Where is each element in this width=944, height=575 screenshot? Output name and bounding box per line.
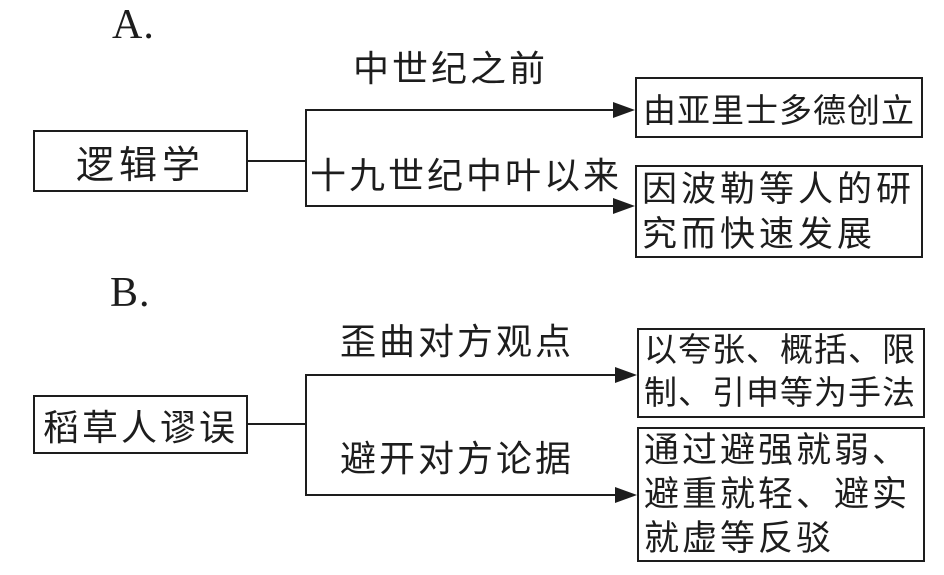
arrow-right-icon xyxy=(613,102,635,118)
stem-line-a xyxy=(246,160,307,162)
node-b2-result: 通过避强就弱、 避重就轻、避实 就虚等反驳 xyxy=(637,427,925,562)
branch-b2-condition-label: 避开对方论据 xyxy=(340,439,575,479)
node-logic-root: 逻辑学 xyxy=(33,130,248,192)
node-b1-result-line1: 以夸张、概括、限 xyxy=(644,333,916,369)
node-a2-result: 因波勒等人的研 究而快速发展 xyxy=(635,165,923,258)
bracket-line-b xyxy=(305,375,307,496)
node-a1-result-text: 由亚里士多德创立 xyxy=(643,93,915,130)
bracket-line-a xyxy=(305,110,307,207)
arrow-right-icon xyxy=(613,198,635,214)
arrow-right-icon xyxy=(615,487,637,503)
branch-a2-condition-label: 十九世纪中叶以来 xyxy=(310,156,623,196)
node-b1-result-line2: 制、引申等为手法 xyxy=(644,376,916,412)
branch-a2-line xyxy=(305,205,615,207)
stem-line-b xyxy=(246,423,307,425)
option-b-label: B. xyxy=(110,270,151,316)
node-b2-result-line2: 避重就轻、避实 xyxy=(644,474,911,514)
node-b1-result: 以夸张、概括、限 制、引申等为手法 xyxy=(637,328,925,418)
option-a-label: A. xyxy=(112,2,155,48)
node-a2-result-line2: 究而快速发展 xyxy=(642,214,877,254)
node-a1-result: 由亚里士多德创立 xyxy=(635,77,923,138)
branch-b1-condition-label: 歪曲对方观点 xyxy=(340,322,575,362)
node-logic-root-text: 逻辑学 xyxy=(75,144,205,187)
node-strawman-root: 稻草人谬误 xyxy=(33,395,248,454)
node-strawman-root-text: 稻草人谬误 xyxy=(42,407,238,448)
branch-a1-line xyxy=(305,109,617,111)
branch-a1-condition-label: 中世纪之前 xyxy=(353,49,549,89)
arrow-right-icon xyxy=(615,367,637,383)
node-b2-result-line1: 通过避强就弱、 xyxy=(644,430,911,470)
node-b2-result-line3: 就虚等反驳 xyxy=(644,518,835,558)
branch-b2-line xyxy=(305,494,617,496)
branch-b1-line xyxy=(305,374,617,376)
node-a2-result-line1: 因波勒等人的研 xyxy=(642,169,916,209)
